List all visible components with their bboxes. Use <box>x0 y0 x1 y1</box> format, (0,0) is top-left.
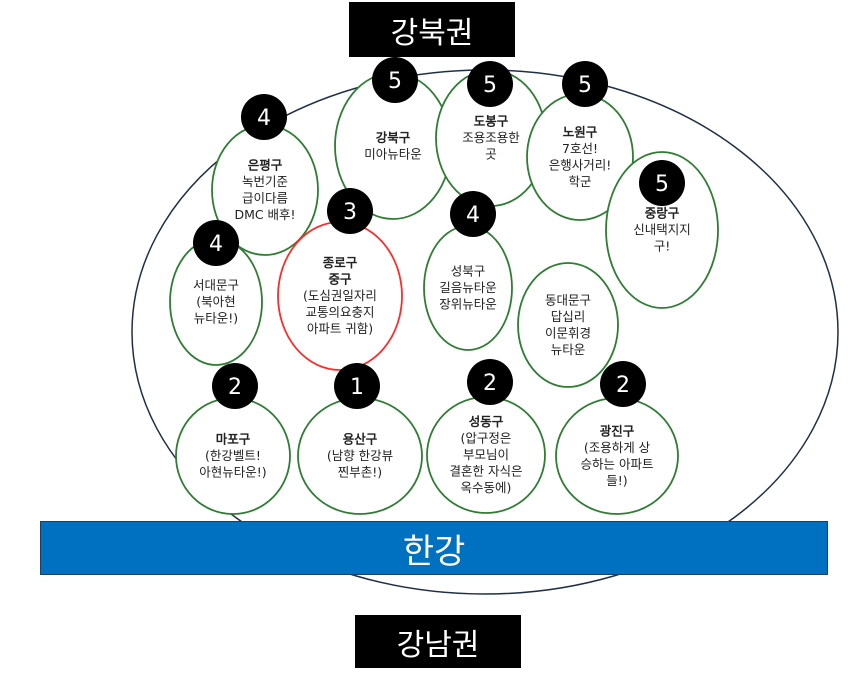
district-description: 승하는 아파트 <box>581 456 654 471</box>
district-description: 급이다름 <box>242 190 288 205</box>
score-badge: 2 <box>212 363 258 409</box>
district-description: 녹번기준 <box>242 174 288 189</box>
district-description: 성북구 <box>451 264 486 279</box>
score-badge-circle <box>193 220 239 266</box>
score-value: 4 <box>466 203 480 228</box>
north-region-label: 강북권 <box>349 2 515 57</box>
score-value: 1 <box>350 375 364 400</box>
district-description: (남향 한강뷰 <box>327 448 393 463</box>
district-description: 부모님이 <box>463 447 509 462</box>
district-description: 서대문구 <box>193 278 239 293</box>
district-name: 강북구 <box>376 130 411 145</box>
district-description: 장위뉴타운 <box>439 297 497 312</box>
score-value: 2 <box>483 371 497 396</box>
district-description: 답십리 <box>551 309 586 324</box>
south-region-label: 강남권 <box>355 615 521 668</box>
district-name: 마포구 <box>216 432 251 447</box>
score-badge: 4 <box>450 191 496 237</box>
district-description: 은행사거리! <box>549 157 612 172</box>
district-name: 중구 <box>328 272 352 287</box>
district-description: (압구정은 <box>461 431 512 446</box>
score-badge: 4 <box>241 94 287 140</box>
district-description: 교통의요충지 <box>305 305 374 320</box>
score-value: 4 <box>257 106 271 131</box>
score-badge: 2 <box>600 361 646 407</box>
district-description: 학군 <box>568 174 591 189</box>
score-value: 3 <box>343 200 357 225</box>
score-badge-circle <box>241 94 287 140</box>
score-value: 2 <box>616 373 630 398</box>
score-value: 5 <box>578 73 592 98</box>
score-value: 4 <box>209 232 223 257</box>
district-description: 옥수동에) <box>461 480 512 495</box>
score-badge-circle <box>372 57 418 103</box>
han-river-bar: 한강 <box>40 521 828 575</box>
score-badge: 5 <box>639 160 685 206</box>
district-description: 찐부촌!) <box>338 465 382 480</box>
district-description: 아현뉴타운!) <box>199 465 266 480</box>
score-badge: 5 <box>562 61 608 107</box>
district-node: 마포구(한강벨트! 아현뉴타운!) <box>175 397 291 515</box>
score-value: 5 <box>388 69 402 94</box>
score-value: 5 <box>483 73 497 98</box>
district-description: 결혼한 자식은 <box>450 464 523 479</box>
score-value: 2 <box>228 375 242 400</box>
district-description: 신내택지지 <box>633 222 691 237</box>
district-node: 노원구 7호선!은행사거리! 학군 <box>526 93 634 221</box>
score-badge-circle <box>467 61 513 107</box>
district-name: 도봉구 <box>474 114 509 129</box>
score-badge: 2 <box>467 359 513 405</box>
district-description: 아파트 귀함) <box>307 321 373 336</box>
district-description: 뉴타운 <box>551 342 586 357</box>
score-badge-circle <box>639 160 685 206</box>
district-description: (한강벨트! <box>205 448 261 463</box>
district-circle <box>517 262 619 388</box>
district-description: 동대문구 <box>545 292 591 307</box>
score-badge-circle <box>334 363 380 409</box>
district-description: 길음뉴타운 <box>439 280 497 295</box>
score-badge: 5 <box>372 57 418 103</box>
district-name: 종로구 <box>323 255 358 270</box>
district-name: 중랑구 <box>645 206 680 221</box>
district-description: 뉴타운!) <box>194 311 238 326</box>
score-badge: 3 <box>327 188 373 234</box>
score-badge: 5 <box>467 61 513 107</box>
district-description: (조용하게 상 <box>584 440 651 455</box>
district-description: 7호선! <box>562 141 598 156</box>
district-description: 구! <box>654 239 671 254</box>
district-description: (도심권일자리 <box>303 288 377 303</box>
district-name: 광진구 <box>600 423 635 438</box>
district-circle <box>605 151 719 309</box>
score-value: 5 <box>655 172 669 197</box>
score-badge: 4 <box>193 220 239 266</box>
score-badge-circle <box>450 191 496 237</box>
district-description: DMC 배후! <box>234 207 295 222</box>
score-badge-circle <box>212 363 258 409</box>
score-badge-circle <box>327 188 373 234</box>
district-name: 성동구 <box>469 414 504 429</box>
district-name: 용산구 <box>343 432 378 447</box>
score-badge-circle <box>562 61 608 107</box>
score-badge-circle <box>600 361 646 407</box>
district-description: 곳 <box>485 147 497 162</box>
district-description: 들!) <box>606 473 627 488</box>
score-badge: 1 <box>334 363 380 409</box>
district-name: 은평구 <box>248 157 283 172</box>
district-description: 조용조용한 <box>462 130 520 145</box>
district-description: (북아현 <box>196 294 235 309</box>
district-description: 이문휘경 <box>545 325 591 340</box>
district-description: 미아뉴타운 <box>364 146 422 161</box>
district-name: 노원구 <box>563 124 598 139</box>
score-badge-circle <box>467 359 513 405</box>
